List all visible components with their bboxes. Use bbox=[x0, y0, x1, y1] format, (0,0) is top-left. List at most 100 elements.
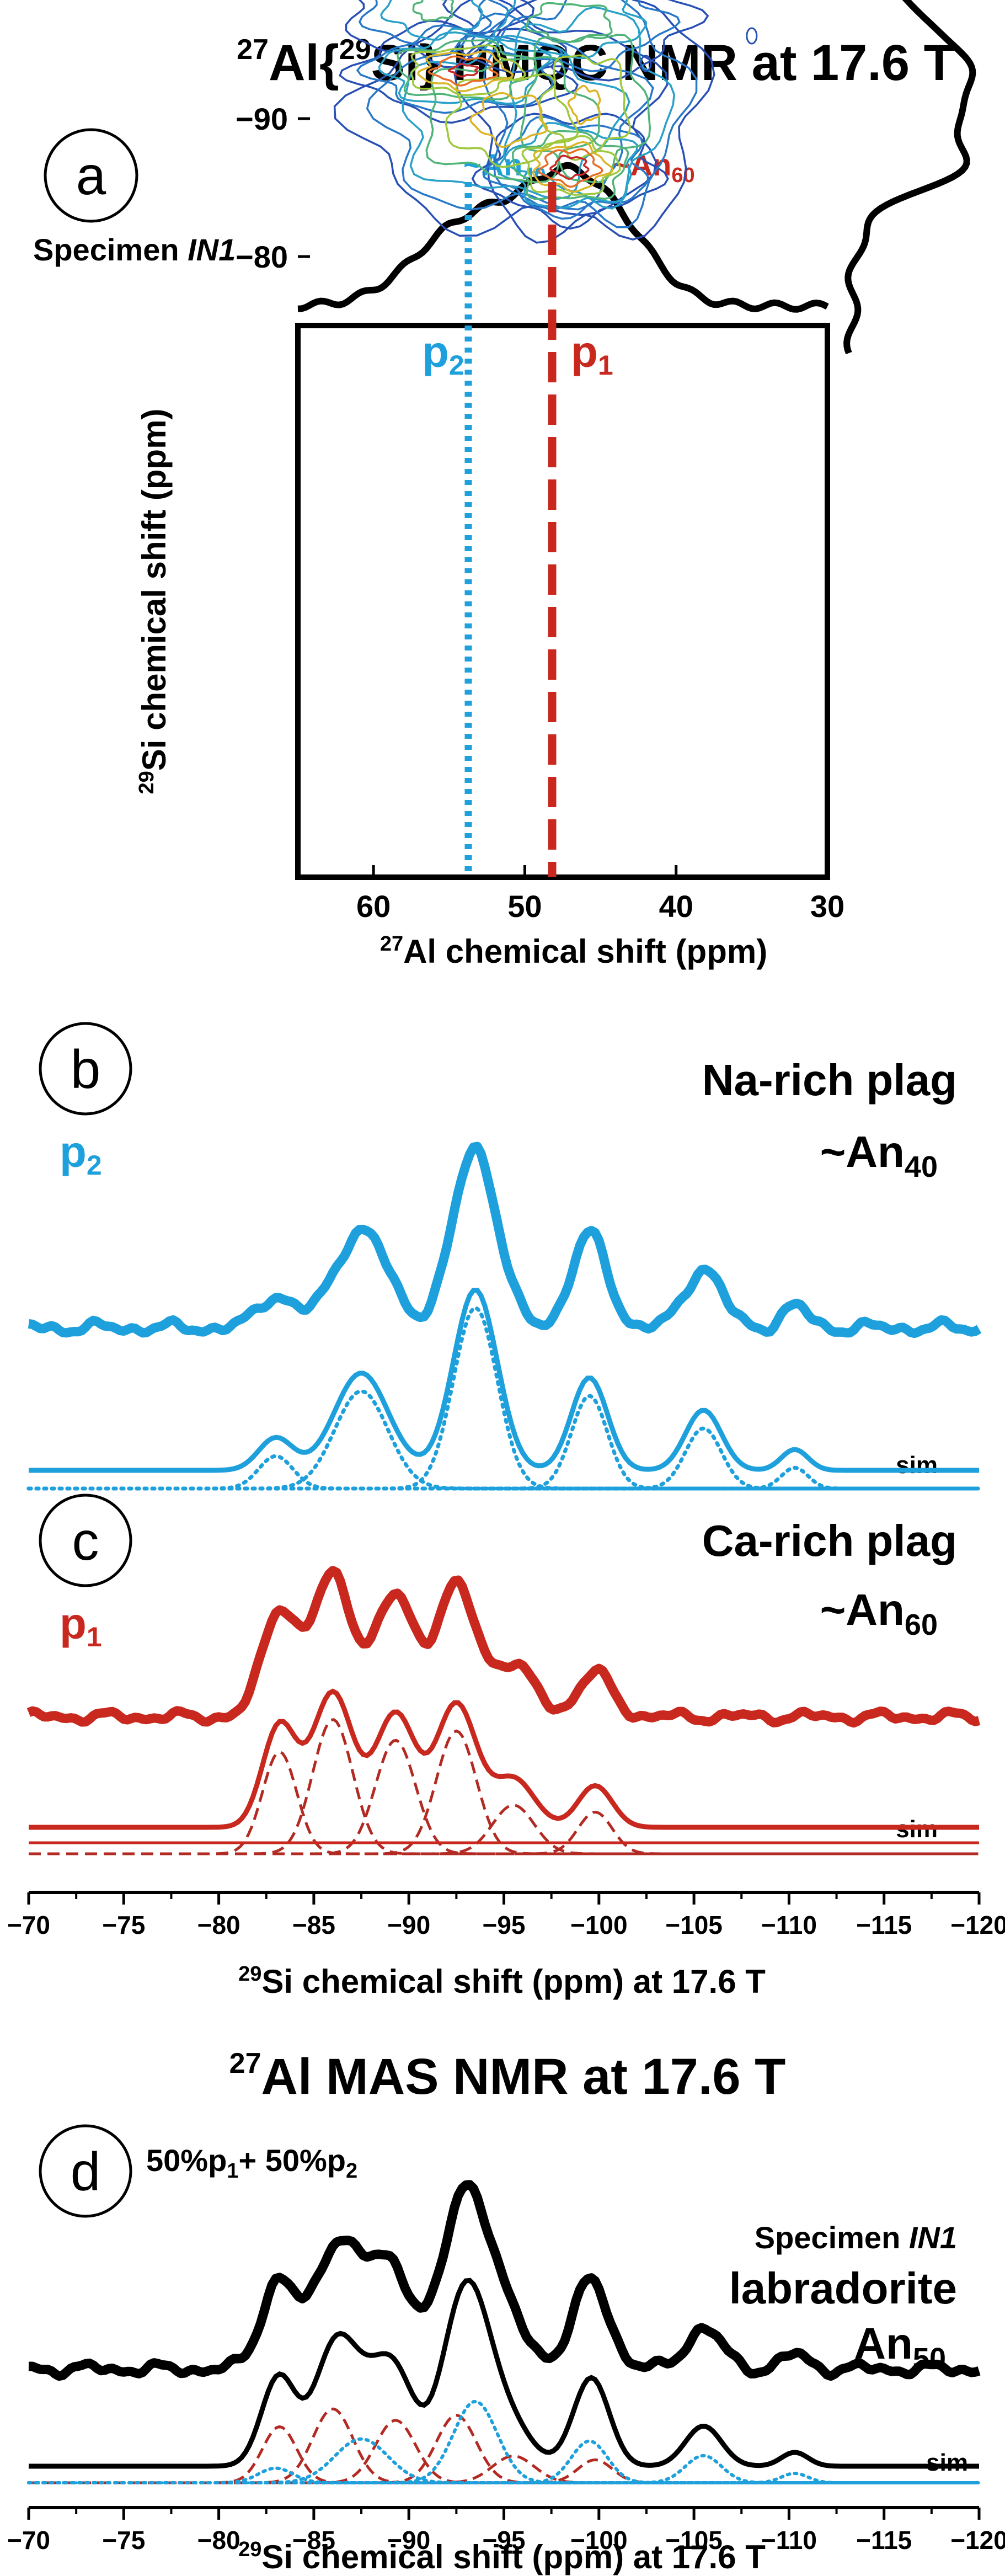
al-tick-label-60: 60 bbox=[356, 889, 391, 924]
contour-level-1-peak-3 bbox=[333, 0, 669, 237]
d-tick-label-115: −115 bbox=[856, 2526, 912, 2554]
contour-level-4-peak-3 bbox=[425, 56, 601, 184]
bc-tick-label-80: −80 bbox=[197, 1911, 240, 1939]
d-tick-label-110: −110 bbox=[761, 2526, 817, 2554]
panel-b-tag: p2 bbox=[60, 1127, 102, 1181]
p2-simulated-spectrum bbox=[29, 1288, 979, 1473]
d-tick-label-120: −120 bbox=[950, 2526, 1005, 2554]
contour-level-2-peak-1 bbox=[482, 116, 649, 220]
si-projection-trace bbox=[843, 0, 976, 355]
d-tick-label-100: −100 bbox=[570, 2526, 628, 2554]
bc-tick-label-75: −75 bbox=[102, 1911, 145, 1939]
contour-level-8-peak-1 bbox=[549, 154, 590, 180]
x-axis-title-a: 27Al chemical shift (ppm) bbox=[380, 932, 767, 970]
d-tick-label-70: −70 bbox=[7, 2526, 50, 2554]
contour-level-4-peak-5 bbox=[525, 2, 613, 43]
panel-b-traces bbox=[26, 1142, 982, 1491]
p1-simulated-spectrum bbox=[29, 1688, 979, 1830]
panel-c-traces bbox=[26, 1566, 981, 1855]
panel-c-label-line2: ~An60 bbox=[820, 1585, 938, 1641]
panel-b-sim-label: sim bbox=[896, 1452, 938, 1479]
panel-c-letter-circle bbox=[39, 1494, 132, 1587]
mix-experimental-spectrum bbox=[28, 2180, 981, 2381]
panel-d-mix-label: 50%p1+ 50%p2 bbox=[146, 2143, 357, 2183]
contour-level-4-peak-6 bbox=[412, 0, 454, 22]
contour-level-5-peak-1 bbox=[521, 135, 621, 196]
contour-level-1-peak-1 bbox=[471, 113, 669, 230]
contour-level-7-peak-1 bbox=[538, 148, 603, 188]
p1-label: p1 bbox=[571, 327, 613, 381]
hmqc-contour-plot bbox=[333, 0, 758, 244]
p1-experimental-spectrum bbox=[26, 1566, 981, 1728]
p1-component-1 bbox=[29, 1750, 979, 1855]
d-tick-label-80: −80 bbox=[197, 2526, 240, 2554]
contour-level-5-peak-2 bbox=[410, 44, 526, 97]
contour-level-3-peak-6 bbox=[380, 0, 483, 41]
axis-d-ticks: −70 −75 −80 −85 −90 −95 −100 −105 −110 −115 −120 bbox=[7, 2508, 1005, 2554]
panel-d-letter: d bbox=[71, 2141, 101, 2202]
mix-p1-component-3 bbox=[29, 2419, 979, 2484]
contour-level-6-peak-3 bbox=[469, 92, 548, 148]
bc-tick-label-100: −100 bbox=[570, 1911, 628, 1939]
panel-d-letter-circle bbox=[39, 2124, 132, 2218]
p2-component-6 bbox=[26, 1465, 980, 1491]
d-tick-label-85: −85 bbox=[292, 2526, 335, 2554]
panel-a: 27Al{29Si} HMQC NMR at 17.6 T a Specimen… bbox=[33, 0, 976, 970]
contour-level-2-peak-6 bbox=[358, 0, 510, 57]
p2-experimental-spectrum bbox=[28, 1142, 982, 1338]
contour-level-3-peak-2 bbox=[378, 31, 553, 105]
d-tick-label-95: −95 bbox=[482, 2526, 525, 2554]
panel-d-sim-label: sim bbox=[926, 2449, 968, 2476]
contour-speck-4 bbox=[640, 55, 652, 72]
bc-tick-label-90: −90 bbox=[387, 1911, 430, 1939]
panel-c-tag: p1 bbox=[60, 1599, 102, 1652]
mix-p2-component-6 bbox=[27, 2471, 980, 2484]
panel-d-traces bbox=[27, 2180, 981, 2484]
al-tick-label-40: 40 bbox=[659, 889, 693, 924]
d-tick-label-90: −90 bbox=[387, 2526, 430, 2554]
contour-level-1-peak-4 bbox=[453, 0, 715, 244]
p1-component-2 bbox=[29, 1718, 979, 1855]
si-tick-label-80: −80 bbox=[236, 239, 288, 274]
axis-bc-ticks: −70 −75 −80 −85 −90 −95 −100 −105 −110 −115 −120 bbox=[7, 1892, 1005, 1939]
mix-p2-component-3 bbox=[27, 2399, 980, 2484]
p2-component-4 bbox=[26, 1394, 980, 1491]
bc-tick-label-85: −85 bbox=[292, 1911, 335, 1939]
panel-c-label-line1: Ca-rich plag bbox=[702, 1516, 957, 1565]
al-tick-label-50: 50 bbox=[507, 889, 542, 924]
contour-level-3-peak-1 bbox=[497, 122, 639, 209]
d-tick-label-105: −105 bbox=[665, 2526, 723, 2554]
panel-d: 27Al MAS NMR at 17.6 T d 50%p1+ 50%p2 Sp… bbox=[7, 2047, 1005, 2575]
y-axis-title-a: 29Si chemical shift (ppm) bbox=[135, 408, 173, 794]
al-projection-trace bbox=[297, 162, 829, 313]
p1-component-4 bbox=[29, 1729, 979, 1855]
mix-simulated-spectrum bbox=[29, 2278, 979, 2469]
axis-bc-title: 29Si chemical shift (ppm) at 17.6 T bbox=[238, 1962, 766, 2000]
contour-level-4-peak-2 bbox=[396, 39, 537, 100]
panel-c: c p1 Ca-rich plag ~An60 sim −70−75−80−85… bbox=[7, 1494, 1005, 2000]
panel-d-title: 27Al MAS NMR at 17.6 T bbox=[229, 2047, 786, 2105]
panel-b: b p2 Na-rich plag ~An40 sim bbox=[26, 1022, 982, 1491]
panel-c-letter: c bbox=[72, 1511, 99, 1571]
d-tick-label-75: −75 bbox=[102, 2526, 145, 2554]
contour-level-5-peak-3 bbox=[445, 73, 579, 168]
bc-tick-label-120: −120 bbox=[950, 1911, 1005, 1939]
hmqc-plot-frame bbox=[295, 323, 830, 880]
bc-tick-label-70: −70 bbox=[7, 1911, 50, 1939]
bc-tick-label-110: −110 bbox=[761, 1911, 817, 1939]
bc-tick-label-105: −105 bbox=[665, 1911, 723, 1939]
contour-level-6-peak-4 bbox=[567, 84, 601, 125]
contour-level-5-peak-4 bbox=[538, 54, 631, 161]
panel-d-specimen: Specimen IN1 bbox=[755, 2220, 957, 2255]
mix-p1-component-6 bbox=[29, 2458, 979, 2484]
panel-b-letter: b bbox=[71, 1039, 101, 1100]
mix-p1-component-1 bbox=[29, 2425, 979, 2484]
bc-tick-label-115: −115 bbox=[856, 1911, 912, 1939]
p1-component-3 bbox=[29, 1738, 979, 1855]
bc-tick-label-95: −95 bbox=[482, 1911, 525, 1939]
al-tick-label-30: 30 bbox=[810, 889, 844, 924]
panel-b-letter-circle bbox=[39, 1022, 132, 1116]
contour-speck-1 bbox=[746, 27, 758, 45]
mix-p2-component-1 bbox=[27, 2466, 980, 2484]
